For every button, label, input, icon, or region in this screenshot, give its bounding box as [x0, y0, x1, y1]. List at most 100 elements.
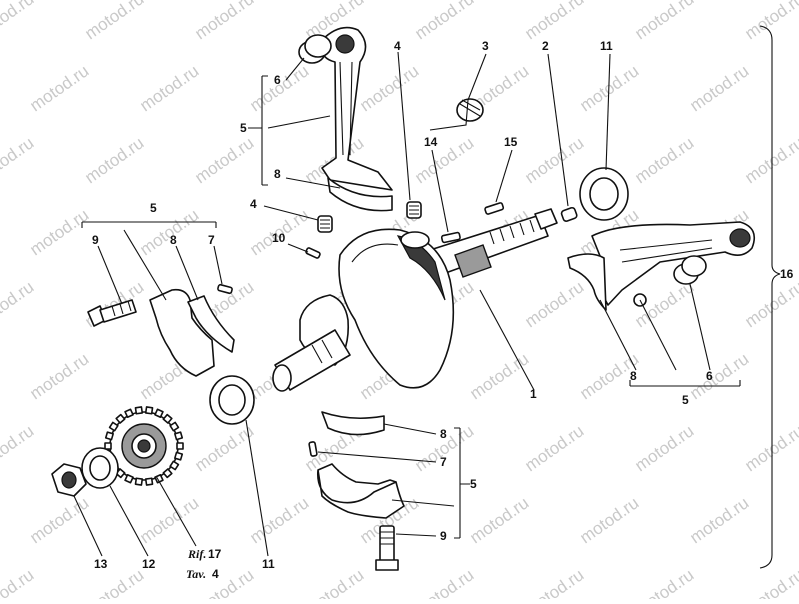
watermark-text: motod.ru: [81, 133, 147, 187]
watermark-text: motod.ru: [411, 565, 477, 599]
label-key-left: 10: [272, 231, 286, 245]
label-assembly: 16: [780, 267, 794, 281]
leader-lines: [73, 25, 781, 569]
label-dowel-left: 7: [208, 233, 215, 247]
gear-tooth: [144, 477, 154, 486]
bearing-shell-bottom: [321, 411, 385, 436]
gear-tooth: [144, 406, 154, 415]
watermark-text: motod.ru: [26, 205, 92, 259]
watermark-text: motod.ru: [26, 493, 92, 547]
watermark-text: motod.ru: [576, 493, 642, 547]
small-end-bush-top: [298, 34, 332, 64]
gear-tooth: [176, 442, 184, 450]
label-main-bearing-top: 3: [482, 39, 489, 53]
nut: [51, 463, 87, 497]
key-14: [440, 231, 461, 244]
key-15: [484, 202, 505, 215]
watermark-text: motod.ru: [246, 493, 312, 547]
watermark-text: motod.ru: [466, 349, 532, 403]
watermark-text: motod.ru: [356, 61, 422, 115]
label-lock-washer: 12: [142, 557, 156, 571]
crankshaft: [272, 208, 558, 392]
label-crankshaft: 1: [530, 387, 537, 401]
lock-washer: [81, 447, 119, 489]
watermark-text: motod.ru: [686, 61, 752, 115]
thrust-washer-bottom: [209, 375, 255, 425]
bearing-shell-top: [327, 177, 393, 212]
watermark-text: motod.ru: [191, 133, 257, 187]
watermark-text: motod.ru: [631, 133, 697, 187]
watermark-text: motod.ru: [686, 493, 752, 547]
watermark-text: motod.ru: [301, 565, 367, 599]
label-small-end-bush-top: 6: [274, 73, 281, 87]
watermark-text: motod.ru: [81, 565, 147, 599]
gear-tooth: [134, 406, 144, 415]
watermark-text: motod.ru: [26, 349, 92, 403]
watermark-text: motod.ru: [411, 0, 477, 43]
watermark-text: motod.ru: [0, 133, 37, 187]
gear-tooth: [154, 408, 164, 419]
watermark-text: motod.ru: [81, 0, 147, 43]
label-shell-right: 8: [630, 369, 637, 383]
rod-cap-bottom: [316, 469, 405, 519]
bolt-bottom: [375, 525, 399, 571]
rod-cap-left: [149, 288, 215, 377]
ref-rif-number: 17: [208, 547, 222, 561]
main-bearing-4-top: [406, 201, 422, 219]
watermark-text: motod.ru: [631, 565, 697, 599]
watermark-text: motod.ru: [521, 421, 587, 475]
watermark-text: motod.ru: [411, 133, 477, 187]
ref-tav-number: 4: [212, 567, 219, 581]
gear-tooth: [174, 451, 184, 461]
label-thrust-washer-bottom: 11: [262, 557, 275, 571]
gear-tooth: [104, 431, 114, 441]
gear-tooth: [124, 473, 134, 484]
bolt-left: [87, 299, 137, 327]
label-shell-left: 8: [170, 233, 177, 247]
watermark-text: motod.ru: [136, 61, 202, 115]
key-10: [305, 247, 321, 259]
watermark-text: motod.ru: [0, 565, 37, 599]
label-rod-left-group: 5: [150, 201, 157, 215]
gear-tooth: [162, 468, 173, 479]
gear-tooth: [115, 413, 126, 424]
watermark-text: motod.ru: [466, 493, 532, 547]
bearing-shell-right: [567, 253, 607, 311]
dowel-bottom: [308, 441, 318, 457]
gear-tooth: [169, 421, 180, 432]
watermark-text: motod.ru: [741, 277, 799, 331]
watermark-text: motod.ru: [521, 277, 587, 331]
watermark-text: motod.ru: [246, 61, 312, 115]
label-key-14: 14: [424, 135, 438, 149]
label-main-bearing-right: 2: [542, 39, 549, 53]
label-bolt-bottom: 9: [440, 529, 447, 543]
ref-tav-label: Tav.: [186, 567, 206, 581]
label-rod-bottom-group: 5: [470, 477, 477, 491]
gear-tooth: [169, 460, 180, 471]
label-bolt-left: 9: [92, 233, 99, 247]
label-bearing-left: 4: [250, 197, 257, 211]
watermark-text: motod.ru: [0, 277, 37, 331]
watermark-text: motod.ru: [686, 349, 752, 403]
gear-tooth: [124, 408, 134, 419]
gear-tooth: [174, 431, 184, 441]
watermark-text: motod.ru: [631, 0, 697, 43]
small-end-bush-right: [673, 255, 707, 285]
watermark-text: motod.ru: [741, 0, 799, 43]
gear-tooth: [104, 442, 112, 450]
watermark-text: motod.ru: [741, 565, 799, 599]
watermark-text: motod.ru: [0, 0, 37, 43]
connecting-rod-top: [298, 26, 393, 191]
gear-tooth: [108, 421, 119, 432]
watermark-text: motod.ru: [741, 421, 799, 475]
part-labels: 1 2 3 4 4 5 5 5 5 6 6 7 7 8 8 8 8 9 9 10…: [92, 39, 794, 571]
bearing-shell-left: [187, 295, 235, 353]
main-bearing-3: [456, 98, 484, 122]
label-rod-right-group: 5: [682, 393, 689, 407]
label-thrust-washer-right: 11: [600, 39, 613, 53]
gear-tooth: [162, 413, 173, 424]
watermark-text: motod.ru: [631, 421, 697, 475]
main-bearing-4-left: [317, 215, 333, 233]
label-key-15: 15: [504, 135, 518, 149]
